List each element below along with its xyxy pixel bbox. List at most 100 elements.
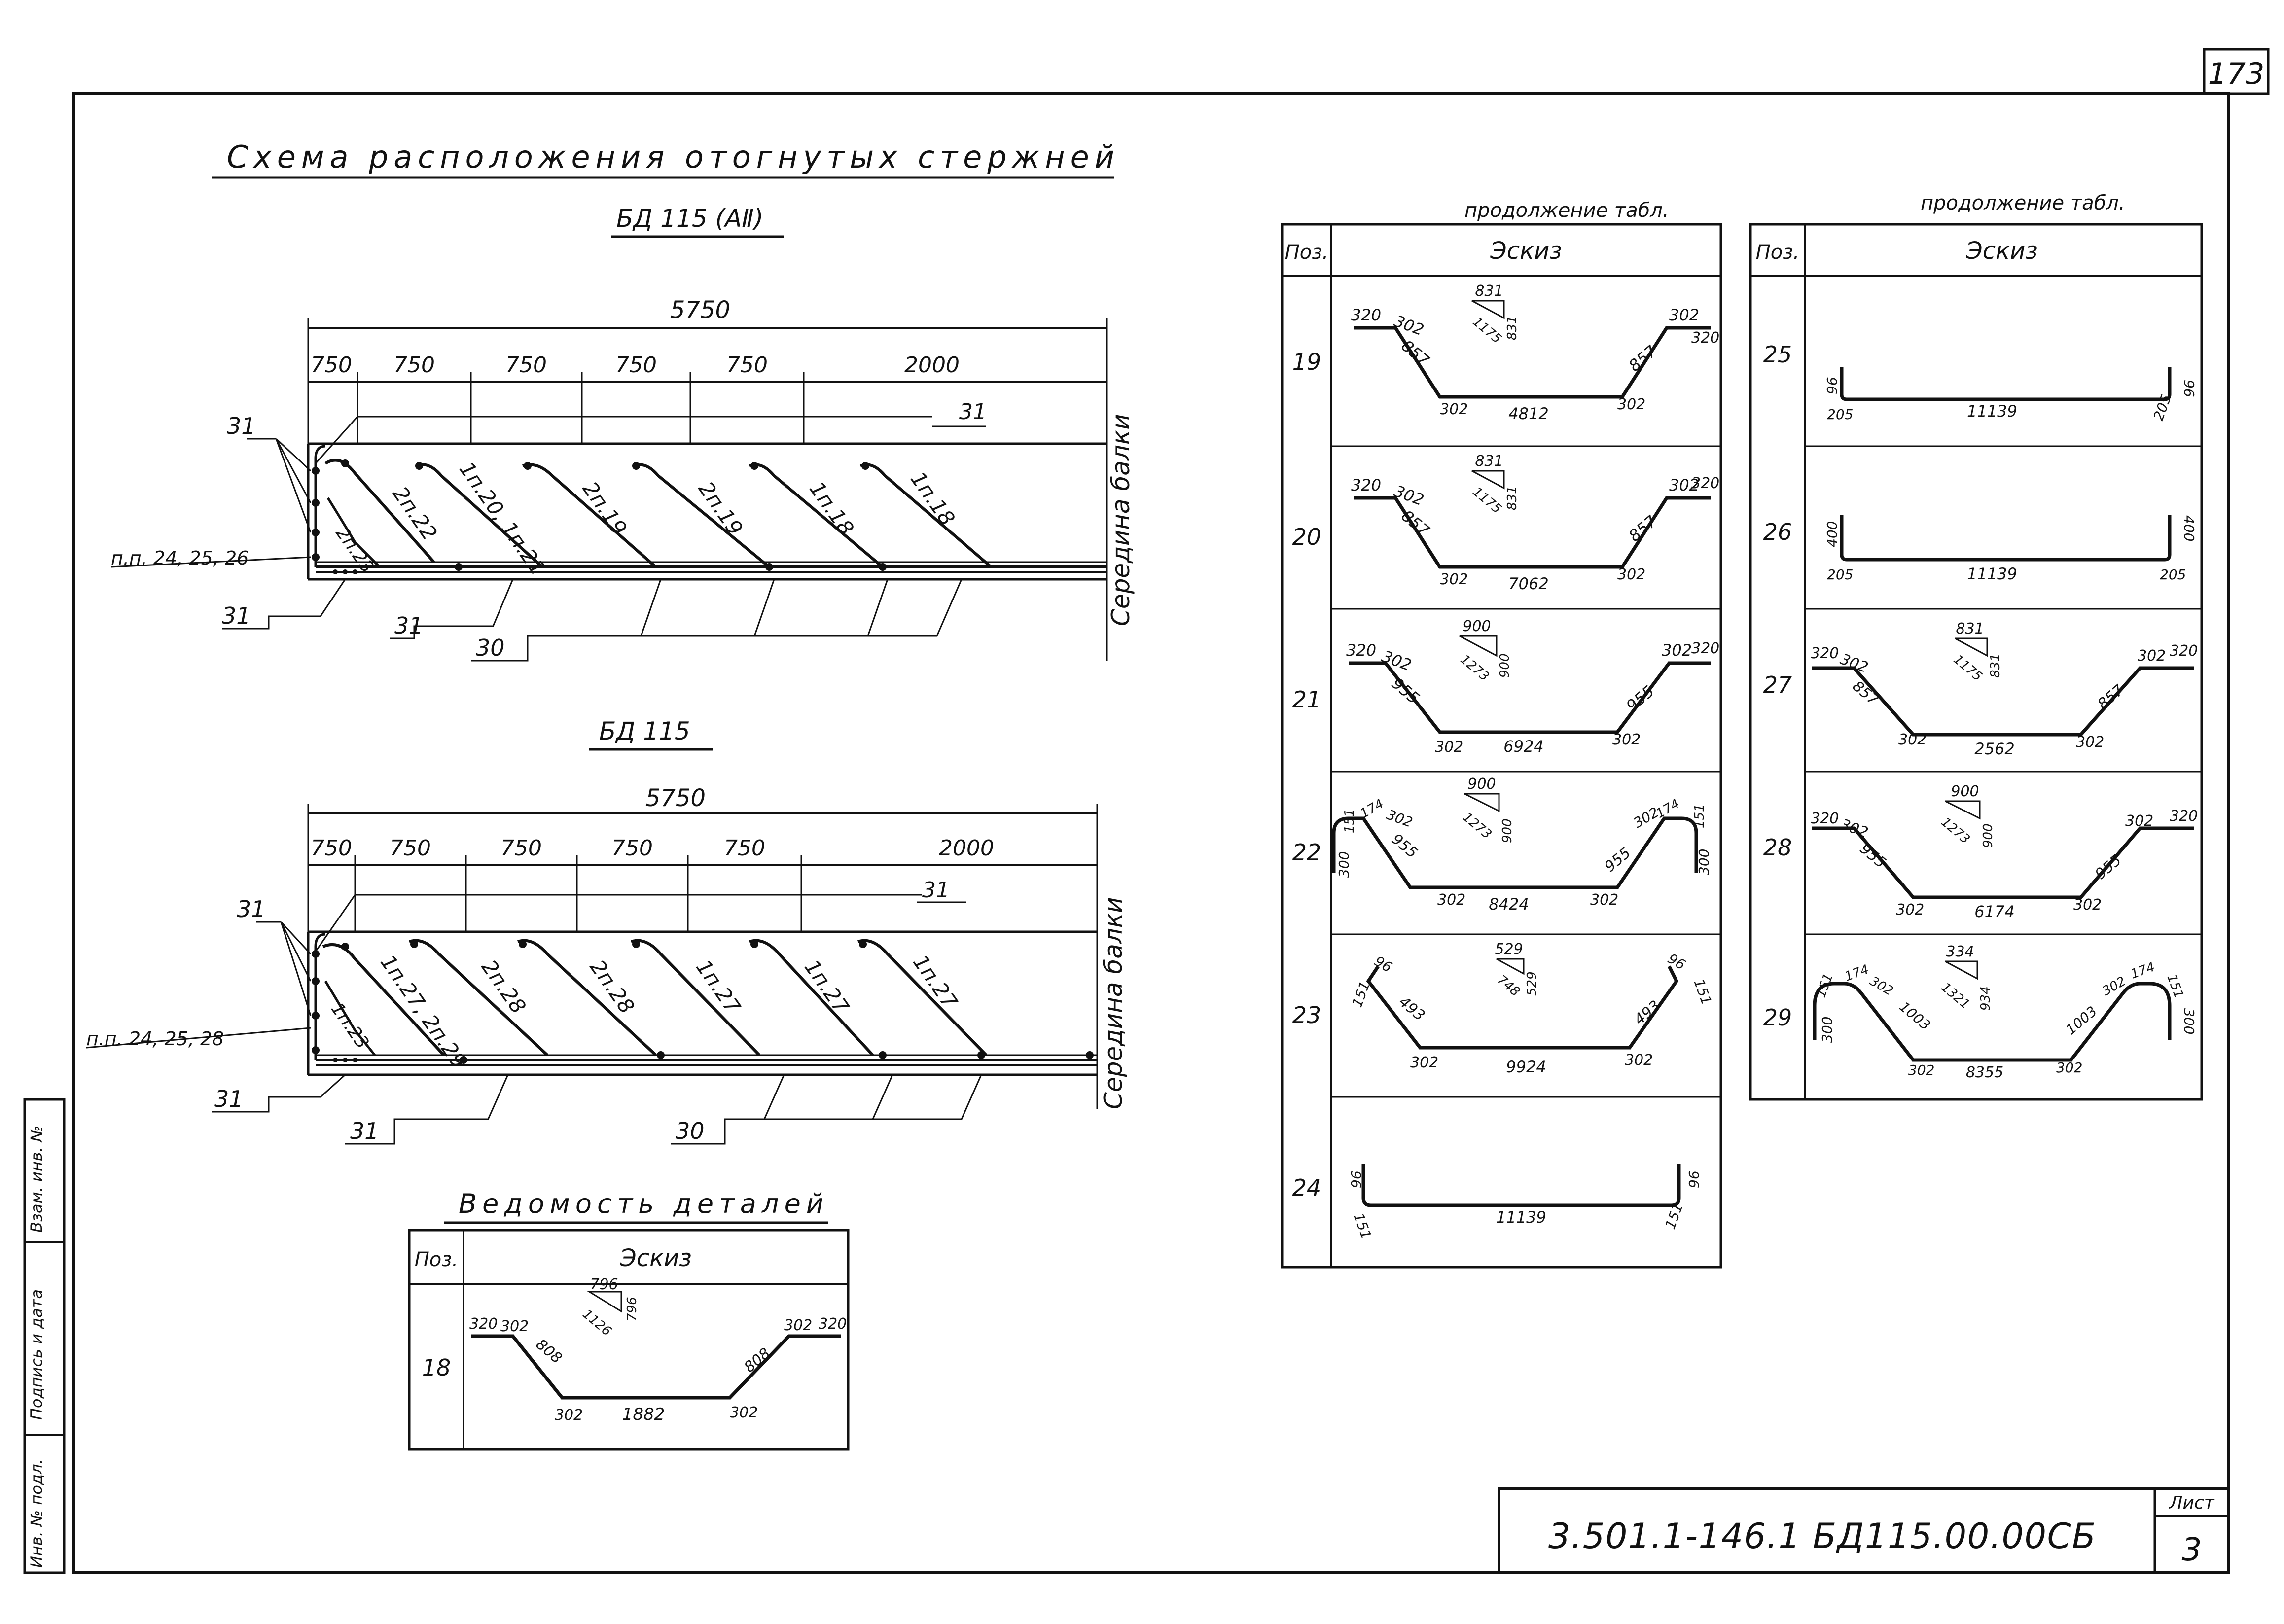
row-18-d4: 302 (555, 1407, 583, 1424)
row-20-pos: 20 (1292, 524, 1321, 550)
row-29-d9: 1003 (2063, 1003, 2100, 1038)
scheme-2-mid-label: Середина балки (1099, 897, 1128, 1109)
row-23-d6: 302 (1625, 1052, 1653, 1069)
row-24-pos: 24 (1292, 1174, 1321, 1201)
scheme-2-callout-31-left: 31 (237, 896, 266, 922)
row-22-d1: 300 (1336, 851, 1352, 878)
row-20-d9: 320 (1691, 475, 1719, 492)
scheme-2-seg-6: 2000 (939, 836, 994, 861)
row-21-d1: 320 (1346, 641, 1376, 660)
scheme-1-bar-4: 2п.19 (578, 477, 632, 540)
scheme-2-callout-31-top: 31 (922, 878, 950, 903)
row-27-d6: 302 (2076, 734, 2104, 751)
row-21-d8: 302 (1662, 641, 1692, 660)
row-28-tri-1: 900 (1951, 783, 1979, 800)
sheet-number-top: 173 (2208, 57, 2265, 91)
row-29-d5: 1003 (1896, 998, 1934, 1033)
row-22-d13: 300 (1696, 849, 1712, 875)
row-19-d4: 302 (1440, 401, 1468, 418)
scheme-1: БД 115 (АⅡ) 5750 750 750 750 750 750 200… (110, 204, 1135, 662)
scheme-1-bar-5: 2п.19 (694, 477, 748, 540)
row-22-pos: 22 (1292, 839, 1321, 866)
row-19-d1: 320 (1351, 306, 1381, 324)
row-23-d7: 493 (1631, 997, 1664, 1029)
vedomost-col-pos: Поз. (415, 1248, 459, 1271)
row-28-d3: 955 (1856, 840, 1889, 872)
row-25-d3: 11139 (1967, 402, 2017, 421)
row-21-d9: 320 (1691, 640, 1719, 657)
row-26-pos: 26 (1763, 519, 1792, 545)
vedomost-col-sketch: Эскиз (619, 1244, 692, 1272)
row-28-d2: 302 (1838, 816, 1870, 842)
row-22-d6: 302 (1437, 891, 1465, 909)
row-20-tri-3: 831 (1505, 486, 1520, 510)
row-19-d5: 4812 (1508, 404, 1548, 423)
row-26-d3: 11139 (1967, 565, 2017, 583)
scheme-1-seg-3: 750 (505, 353, 547, 378)
row-21-tri-3: 900 (1498, 653, 1512, 678)
row-28-d9: 320 (2170, 808, 2198, 825)
row-21-tri-2: 1273 (1458, 652, 1492, 684)
row-27-d3: 857 (1849, 677, 1882, 709)
row-20-d8: 302 (1669, 476, 1699, 494)
row-21-d4: 302 (1435, 739, 1463, 756)
scheme-2-seg-3: 750 (500, 836, 542, 861)
scheme-1-bar-2: 2п.22 (388, 482, 442, 545)
row-27-d4: 302 (1898, 731, 1927, 748)
scheme-1-seg-6: 2000 (904, 353, 960, 378)
row-22-d5: 955 (1388, 830, 1421, 862)
row-27-tri-2: 1175 (1951, 652, 1985, 684)
vedomost-table: Ведомость деталей Поз. Эскиз 18 796 1126… (408, 1188, 850, 1451)
row-18-tri-3: 796 (625, 1297, 640, 1321)
scheme-2-seg-5: 750 (724, 836, 765, 861)
row-18-d6: 302 (730, 1404, 758, 1421)
row-20-d5: 7062 (1508, 574, 1548, 593)
row-21-d6: 302 (1612, 731, 1641, 748)
row-23-d5: 9924 (1506, 1058, 1546, 1076)
row-20-tri-2: 1175 (1470, 484, 1504, 517)
row-26-d4: 205 (2160, 566, 2186, 583)
row-25-d2: 205 (1827, 406, 1853, 423)
cont-table-2-col-pos: Поз. (1756, 241, 1800, 264)
cont-table-2-caption: продолжение табл. (1921, 192, 2125, 214)
row-18-d9: 320 (819, 1315, 847, 1333)
row-21-d2: 302 (1379, 647, 1414, 675)
scheme-2-seg-1: 750 (311, 836, 352, 861)
row-29-d8: 302 (2056, 1059, 2082, 1076)
scheme-2-label: БД 115 (599, 717, 690, 745)
row-18-d2: 302 (500, 1318, 529, 1335)
scheme-1-seg-4: 750 (615, 353, 657, 378)
scheme-2-bar-5: 1п.27 (691, 955, 746, 1018)
sheet-value: 3 (2182, 1532, 2202, 1568)
row-20-d1: 320 (1351, 476, 1381, 494)
row-29-d13: 300 (2181, 1008, 2197, 1034)
scheme-2: БД 115 5750 750 750 750 750 750 2000 31 (86, 717, 1128, 1145)
row-18-d8: 302 (784, 1317, 812, 1334)
row-28-d1: 320 (1811, 810, 1839, 827)
row-26-d1: 400 (1824, 521, 1840, 547)
page-title: Схема расположения отогнутых стержней (227, 139, 1114, 175)
row-19-pos: 19 (1292, 349, 1321, 375)
row-24-d5: 96 (1686, 1170, 1702, 1188)
row-25-d4: 205 (2150, 392, 2175, 423)
scheme-2-callout-31-mid: 31 (350, 1118, 379, 1144)
row-23-tri-3: 529 (1525, 971, 1539, 996)
doc-code: 3.501.1-146.1 БД115.00.00СБ (1548, 1516, 2096, 1556)
vedomost-title: Ведомость деталей (459, 1188, 823, 1219)
scheme-1-mid-label: Середина балки (1106, 414, 1135, 626)
scheme-1-callout-31-left: 31 (227, 413, 256, 439)
row-27-d2: 302 (1838, 651, 1870, 676)
row-22-d12: 151 (1692, 804, 1707, 828)
row-20-d6: 302 (1617, 566, 1645, 583)
row-28-d6: 302 (2073, 896, 2102, 914)
cont-table-1: продолжение табл. Поз. Эскиз 19 831 1175… (1281, 199, 1722, 1269)
row-27-pos: 27 (1763, 671, 1792, 698)
row-22-tri-3: 900 (1500, 818, 1515, 843)
row-26-d5: 400 (2181, 515, 2197, 541)
row-18-tri-1: 796 (590, 1276, 618, 1293)
row-28-d8: 302 (2125, 812, 2153, 830)
row-23-d8: 96 (1665, 950, 1688, 973)
row-23-pos: 23 (1292, 1002, 1321, 1028)
cont-table-1-col-sketch: Эскиз (1490, 237, 1562, 265)
